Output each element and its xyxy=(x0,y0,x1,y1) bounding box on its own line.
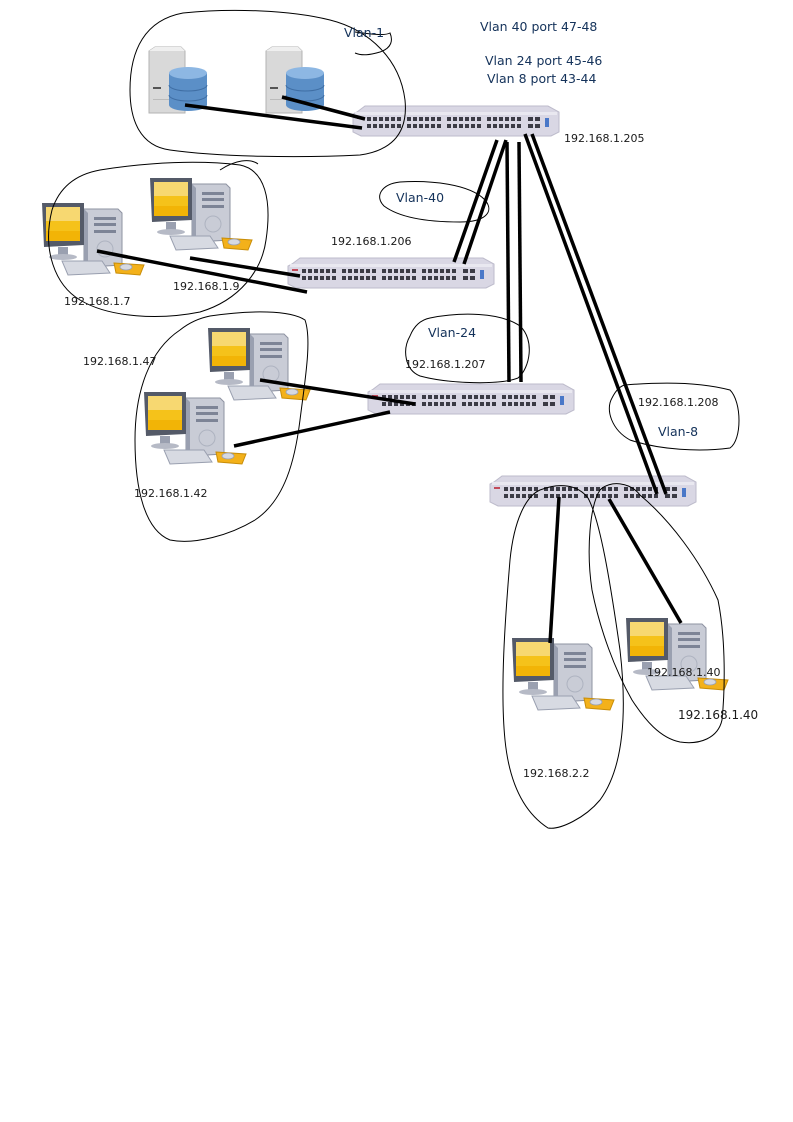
pc-40-outline xyxy=(588,483,725,744)
cable-server2 xyxy=(281,95,366,121)
cable-pc-40 xyxy=(607,498,683,624)
switch-ip-label: 192.168.1.205 xyxy=(564,132,644,145)
switch-ip-label: 192.168.1.207 xyxy=(405,358,485,371)
cable-server1 xyxy=(184,103,363,130)
cable-pc42 xyxy=(233,410,391,448)
trunk-vlan24-b xyxy=(517,141,523,383)
vlan40-outline xyxy=(379,181,490,223)
vlan24-label: Vlan-24 xyxy=(428,325,476,340)
cable-pc7 xyxy=(96,249,308,294)
note-vlan40-ports: Vlan 40 port 47-48 xyxy=(480,19,597,34)
switch-207 xyxy=(368,384,574,414)
core-switch xyxy=(353,106,559,136)
vlan8-outline xyxy=(608,382,740,451)
computer-icon xyxy=(511,637,615,711)
computer-icon xyxy=(207,327,311,401)
computer-icon xyxy=(41,202,145,276)
host-ip-label: 192.168.1.40 xyxy=(678,708,758,722)
vlan24-outline xyxy=(405,313,530,384)
trunk-vlan8-a xyxy=(523,133,659,495)
vlan40-label: Vlan-40 xyxy=(396,190,444,205)
server-icon xyxy=(265,46,325,114)
pc-group2-outline xyxy=(134,311,309,542)
pc-group1-outline xyxy=(48,160,269,317)
computer-icon xyxy=(143,391,247,465)
host-ip-label: 192.168.1.40 xyxy=(647,666,720,679)
cables xyxy=(96,95,683,644)
vlan8-label: Vlan-8 xyxy=(658,424,698,439)
cable-pc9 xyxy=(189,256,301,278)
host-ip-label: 192.168.1.42 xyxy=(134,487,207,500)
vlan1-label: Vlan-1 xyxy=(344,25,384,40)
host-ip-label: 192.168.1.9 xyxy=(173,280,239,293)
computer-icon xyxy=(149,177,253,251)
trunk-vlan40-a xyxy=(452,139,499,263)
trunk-vlan40-b xyxy=(462,139,508,265)
host-ip-label: 192.168.1.47 xyxy=(83,355,156,368)
server-icon xyxy=(148,46,208,114)
vlan-outlines xyxy=(48,9,740,829)
note-vlan24-ports: Vlan 24 port 45-46 xyxy=(485,53,602,68)
host-ip-label: 192.168.2.2 xyxy=(523,767,589,780)
vlan1-outline xyxy=(129,9,406,158)
trunk-vlan24-a xyxy=(505,141,511,383)
computer-icon xyxy=(625,617,729,691)
host-ip-label: 192.168.1.7 xyxy=(64,295,130,308)
pc-2-2-outline xyxy=(502,485,624,829)
cable-pc47 xyxy=(259,378,416,406)
switch-ip-label: 192.168.1.208 xyxy=(638,396,718,409)
switch-ip-label: 192.168.1.206 xyxy=(331,235,411,248)
note-vlan8-ports: Vlan 8 port 43-44 xyxy=(487,71,596,86)
trunk-vlan8-b xyxy=(530,133,668,495)
cable-pc-2-2 xyxy=(548,496,561,644)
